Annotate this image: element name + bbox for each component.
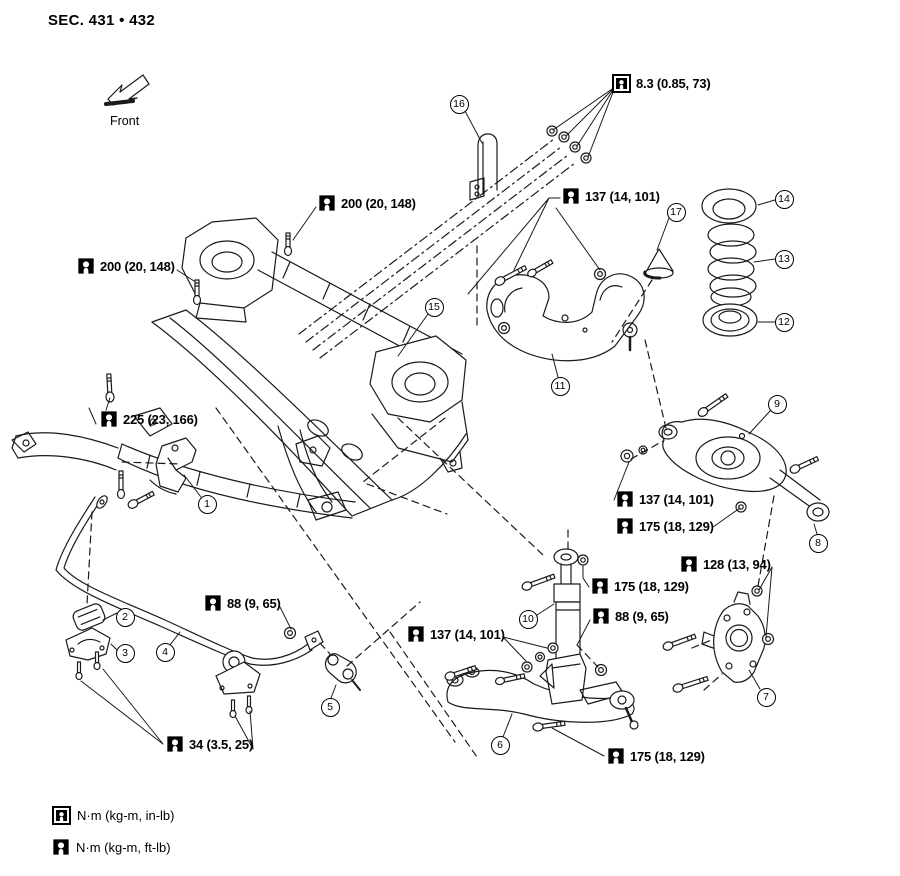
legend-ftlb-label: N·m (kg-m, ft-lb) (76, 839, 171, 855)
stabilizer-bushing-part (65, 603, 261, 695)
torque-label: 137 (14, 101) (407, 625, 505, 643)
torque-value: 88 (9, 65) (227, 595, 281, 611)
torque-value: 175 (18, 129) (614, 578, 689, 594)
torque-ftlb-icon (407, 625, 425, 643)
pipe-clamp-part (469, 133, 498, 201)
front-arrow-icon (104, 74, 150, 106)
front-arrow-label: Front (110, 114, 140, 128)
torque-label: 175 (18, 129) (616, 517, 714, 535)
torque-ftlb-icon (616, 517, 634, 535)
legend-row-inlb: N·m (kg-m, in-lb) (52, 806, 175, 825)
torque-ftlb-icon (100, 410, 118, 428)
callout-9: 9 (767, 394, 787, 414)
upper-link-part (486, 273, 645, 362)
callout-13: 13 (774, 249, 794, 269)
legend-inlb-label: N·m (kg-m, in-lb) (77, 808, 175, 823)
torque-ftlb-icon (592, 607, 610, 625)
torque-value: 175 (18, 129) (639, 518, 714, 534)
torque-ftlb-icon (616, 490, 634, 508)
torque-value: 34 (3.5, 25) (189, 736, 254, 752)
callout-11: 11 (550, 376, 570, 396)
torque-value: 8.3 (0.85, 73) (636, 76, 711, 91)
callout-15: 15 (424, 297, 444, 317)
legend-row-ftlb: N·m (kg-m, ft-lb) (52, 838, 171, 856)
torque-ftlb-icon (77, 257, 95, 275)
torque-label: 34 (3.5, 25) (166, 735, 253, 753)
callout-6: 6 (490, 735, 510, 755)
torque-label: 8.3 (0.85, 73) (612, 74, 711, 93)
callout-4: 4 (155, 642, 175, 662)
spring-assembly (701, 188, 758, 337)
callout-5: 5 (320, 697, 340, 717)
callout-17: 17 (666, 202, 686, 222)
stabilizer-link-part (324, 653, 361, 691)
torque-label: 175 (18, 129) (607, 747, 705, 765)
torque-label: 200 (20, 148) (77, 257, 175, 275)
torque-value: 137 (14, 101) (639, 491, 714, 507)
torque-label: 200 (20, 148) (318, 194, 416, 212)
callout-14: 14 (774, 189, 794, 209)
torque-value: 175 (18, 129) (630, 748, 705, 764)
torque-ftlb-icon (591, 577, 609, 595)
subframe-part (11, 217, 469, 521)
callout-8: 8 (808, 533, 828, 553)
front-lower-link-part (446, 653, 639, 730)
torque-label: 128 (13, 94) (680, 555, 771, 573)
torque-ftlb-icon (680, 555, 698, 573)
torque-value: 200 (20, 148) (100, 258, 175, 274)
torque-ftlb-icon (607, 747, 625, 765)
rear-lower-link-part (658, 418, 830, 522)
callout-7: 7 (756, 687, 776, 707)
callout-1: 1 (197, 494, 217, 514)
torque-label: 175 (18, 129) (591, 577, 689, 595)
bolts (75, 232, 820, 732)
callout-2: 2 (115, 607, 135, 627)
torque-value: 225 (23, 166) (123, 411, 198, 427)
torque-ftlb-icon (562, 187, 580, 205)
callout-12: 12 (774, 312, 794, 332)
stabilizer-bar-part (55, 495, 324, 666)
torque-inlb-icon (612, 74, 631, 93)
torque-ftlb-icon (204, 594, 222, 612)
torque-label: 137 (14, 101) (562, 187, 660, 205)
torque-ftlb-icon (52, 838, 70, 856)
bound-bumper-part (643, 248, 674, 280)
torque-label: 88 (9, 65) (204, 594, 281, 612)
torque-label: 137 (14, 101) (616, 490, 714, 508)
torque-value: 137 (14, 101) (430, 626, 505, 642)
callout-16: 16 (449, 94, 469, 114)
torque-value: 200 (20, 148) (341, 195, 416, 211)
page-title: SEC. 431 • 432 (48, 12, 156, 29)
torque-value: 88 (9, 65) (615, 608, 669, 624)
torque-inlb-icon (52, 806, 71, 825)
torque-value: 128 (13, 94) (703, 556, 771, 572)
torque-ftlb-icon (166, 735, 184, 753)
torque-label: 225 (23, 166) (100, 410, 198, 428)
bracket-part (149, 437, 197, 495)
torque-value: 137 (14, 101) (585, 188, 660, 204)
callout-3: 3 (115, 643, 135, 663)
knuckle-part (701, 591, 766, 683)
callout-10: 10 (518, 609, 538, 629)
torque-ftlb-icon (318, 194, 336, 212)
torque-label: 88 (9, 65) (592, 607, 669, 625)
